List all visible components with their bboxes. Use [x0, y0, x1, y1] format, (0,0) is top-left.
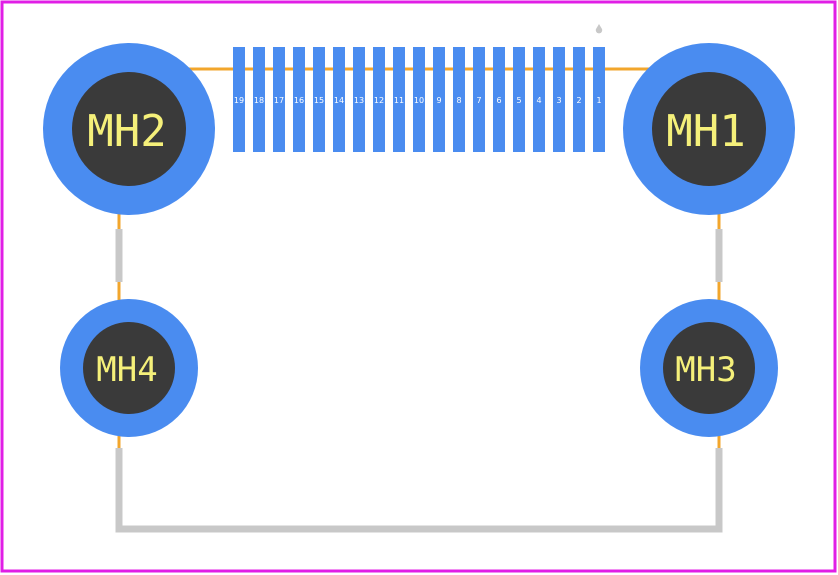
mh1-drill	[652, 72, 766, 186]
pin-pad-3	[553, 47, 565, 152]
mh2-label: MH2	[87, 106, 166, 157]
pin-pad-2	[573, 47, 585, 152]
mh3-drill	[663, 322, 755, 414]
mh4-label: MH4	[96, 350, 157, 390]
mounting-hole-mh2: MH2	[43, 43, 215, 215]
pin-number-12: 12	[374, 96, 384, 105]
pin-number-19: 19	[234, 96, 244, 105]
pin-pad-17	[273, 47, 285, 152]
pin-number-7: 7	[476, 96, 481, 105]
pin-pad-16	[293, 47, 305, 152]
pin-pad-12	[373, 47, 385, 152]
pin1-marker-icon	[595, 24, 603, 34]
pin-number-14: 14	[334, 96, 344, 105]
pin-number-13: 13	[354, 96, 364, 105]
pin-pad-4	[533, 47, 545, 152]
mounting-hole-mh1: MH1	[623, 43, 795, 215]
pin-pad-18	[253, 47, 265, 152]
pin-number-5: 5	[516, 96, 521, 105]
mh1-label: MH1	[666, 106, 745, 157]
mounting-hole-mh3: MH3	[640, 299, 778, 437]
pin-pad-15	[313, 47, 325, 152]
pin-number-17: 17	[274, 96, 284, 105]
pin-number-8: 8	[456, 96, 461, 105]
pin-pad-14	[333, 47, 345, 152]
mh4-drill	[83, 322, 175, 414]
pin-pad-1	[593, 47, 605, 152]
pin-pad-10	[413, 47, 425, 152]
pin-pad-5	[513, 47, 525, 152]
pin-pad-9	[433, 47, 445, 152]
pin-number-2: 2	[576, 96, 581, 105]
pin-pad-13	[353, 47, 365, 152]
pin-number-9: 9	[436, 96, 441, 105]
mh2-drill	[72, 72, 186, 186]
pin-pad-8	[453, 47, 465, 152]
pin-number-16: 16	[294, 96, 304, 105]
pin-number-4: 4	[536, 96, 541, 105]
pin-pad-19	[233, 47, 245, 152]
mounting-hole-mh4: MH4	[60, 299, 198, 437]
pin-number-11: 11	[394, 96, 404, 105]
pin-pad-6	[493, 47, 505, 152]
pin-pad-7	[473, 47, 485, 152]
pin-number-10: 10	[414, 96, 424, 105]
pin-pad-11	[393, 47, 405, 152]
pin-number-3: 3	[556, 96, 561, 105]
pin-number-15: 15	[314, 96, 324, 105]
pin-number-1: 1	[596, 96, 601, 105]
silk-bottom-outline	[115, 448, 723, 533]
pin-number-6: 6	[496, 96, 501, 105]
silkscreen-lines	[115, 229, 723, 533]
pin-number-18: 18	[254, 96, 264, 105]
mh3-label: MH3	[675, 350, 736, 390]
